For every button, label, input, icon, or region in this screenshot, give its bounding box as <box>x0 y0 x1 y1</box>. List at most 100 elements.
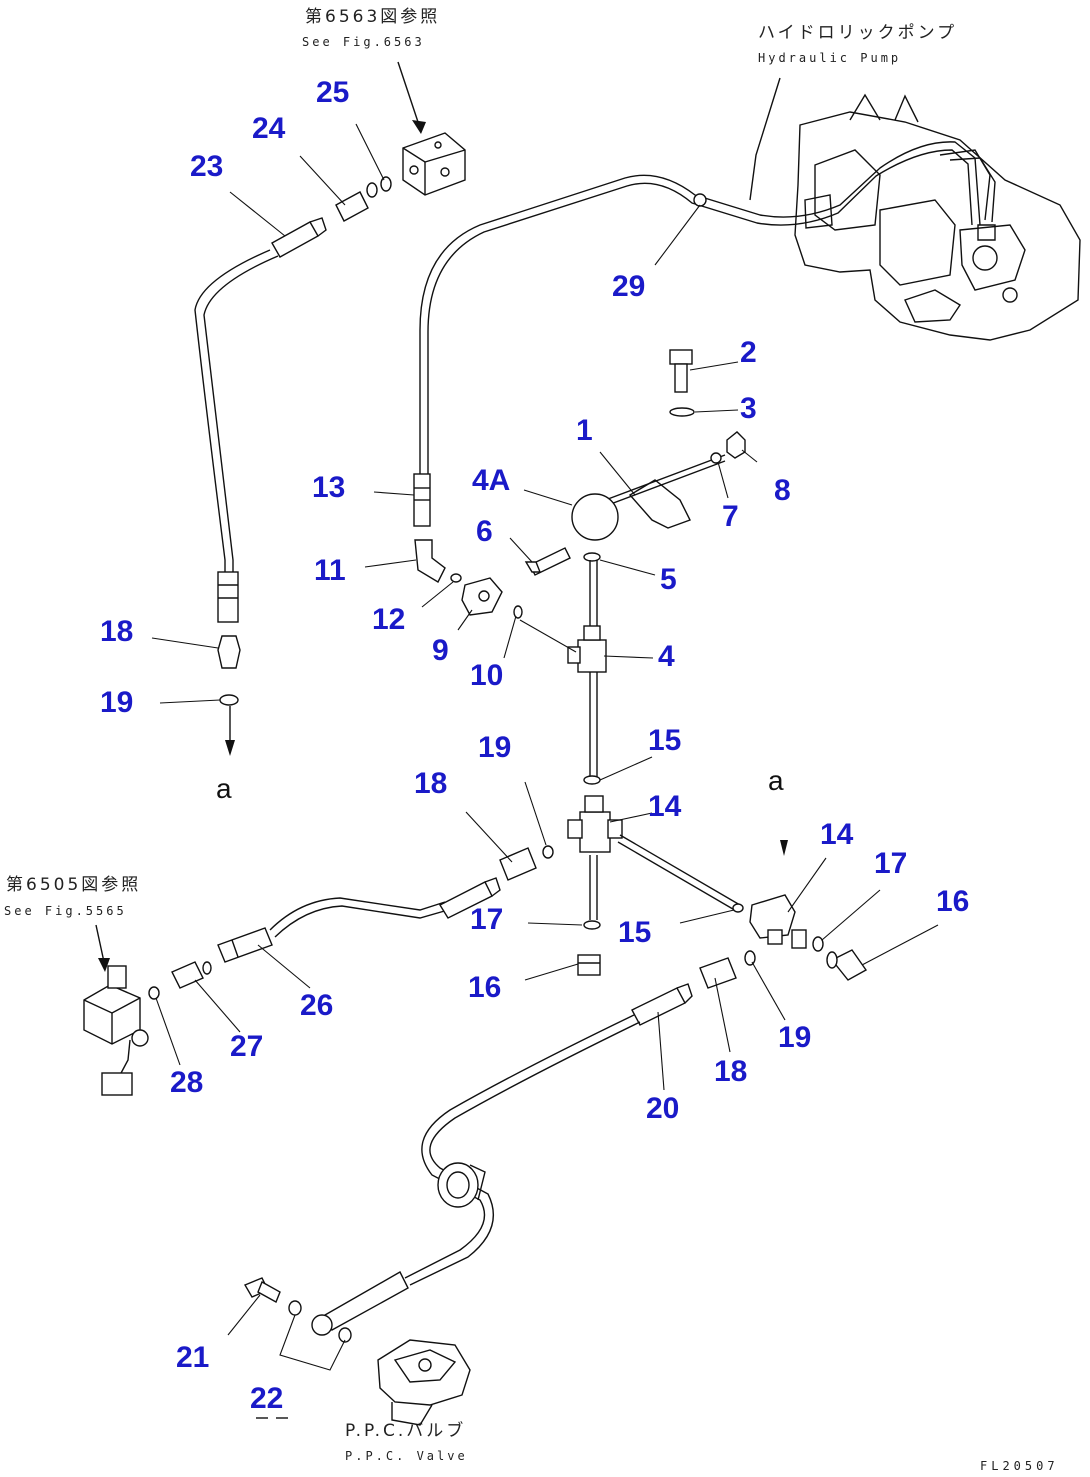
pump-label-en: Hydraulic Pump <box>758 51 901 65</box>
callout-9: 9 <box>432 634 449 667</box>
ref-top-en: See Fig.6563 <box>302 35 425 49</box>
tube-right-branch <box>617 834 741 913</box>
callout-15-upper: 15 <box>648 724 681 757</box>
arrow-label-right: a <box>768 765 784 796</box>
part-28-oring <box>148 986 160 1000</box>
callout-6: 6 <box>476 515 493 548</box>
callout-26: 26 <box>300 989 333 1022</box>
ref-top-jp: 第6563図参照 <box>305 7 440 27</box>
part-20-hose-end <box>631 983 693 1026</box>
part-17-oring-center <box>583 920 601 930</box>
part-ppc-valve <box>377 1339 471 1426</box>
ppc-label-en: P.P.C. Valve <box>345 1449 468 1463</box>
part-2-bolt <box>669 349 695 417</box>
callout-18-right: 18 <box>714 1055 747 1088</box>
part-16-plug-center <box>577 954 601 976</box>
part-19-oring-right <box>744 950 756 966</box>
part-hose-end-center <box>439 877 501 919</box>
callout-22: 22 <box>250 1382 283 1415</box>
center-tube <box>589 560 598 920</box>
part-23-hose-end <box>271 217 327 258</box>
ref-arrow-top <box>397 61 426 134</box>
part-ppc-hose-end <box>311 1271 409 1336</box>
hose-29 <box>419 141 981 474</box>
callout-18-center: 18 <box>414 767 447 800</box>
callout-24: 24 <box>252 112 286 145</box>
callout-12: 12 <box>372 603 405 636</box>
part-14-tee-center <box>567 795 623 853</box>
part-13-hose-end <box>413 473 431 527</box>
callout-19-left: 19 <box>100 686 133 719</box>
pump-label-jp: ハイドロリックポンプ <box>758 23 957 43</box>
ref-arrow-a-right <box>780 840 788 856</box>
callout-17-right: 17 <box>874 847 907 880</box>
part-block-upper <box>402 132 466 196</box>
part-6-bolt <box>524 547 601 576</box>
leader-lines <box>151 123 939 1371</box>
part-21-bolt <box>243 1277 281 1303</box>
part-4-tee <box>567 625 607 673</box>
callout-21: 21 <box>176 1341 209 1374</box>
callout-8: 8 <box>774 474 791 507</box>
part-18-left <box>217 571 241 706</box>
callout-25: 25 <box>316 76 349 109</box>
part-1-bracket <box>599 431 746 529</box>
part-11-elbow <box>414 539 446 583</box>
callout-19-right: 19 <box>778 1021 811 1054</box>
callout-11: 11 <box>314 554 346 587</box>
ref-left-en: See Fig.5565 <box>4 904 127 918</box>
part-10-oring <box>513 605 523 619</box>
part-12-oring <box>450 573 462 583</box>
callout-14-center: 14 <box>648 790 682 823</box>
callout-17-center: 17 <box>470 903 503 936</box>
part-22-oring-a <box>288 1300 302 1316</box>
part-15-oring-right <box>732 903 744 913</box>
ppc-label-jp: P.P.C.バルブ <box>345 1420 466 1441</box>
callout-23: 23 <box>190 150 223 183</box>
callout-20: 20 <box>646 1092 679 1125</box>
callout-28: 28 <box>170 1066 203 1099</box>
ref-arrow-a-left <box>225 706 235 756</box>
part-15-oring-upper <box>583 775 601 785</box>
part-16-plug-right <box>826 949 868 981</box>
hose-clamp <box>437 1162 486 1208</box>
hose-26 <box>269 897 449 938</box>
callout-1: 1 <box>576 414 593 447</box>
part-4A-clamp <box>571 493 619 541</box>
part-9-block <box>461 577 503 616</box>
callout-16-right: 16 <box>936 885 969 918</box>
callout-29: 29 <box>612 270 645 303</box>
figure-code: FL20507 <box>980 1459 1059 1473</box>
callout-15-right: 15 <box>618 916 651 949</box>
ref-left-jp: 第6505図参照 <box>6 875 141 895</box>
callout-3: 3 <box>740 392 757 425</box>
callout-10: 10 <box>470 659 503 692</box>
callout-27: 27 <box>230 1030 263 1063</box>
part-valve-left <box>83 965 149 1096</box>
part-27-adapter <box>171 961 212 989</box>
part-14-tee-right <box>749 894 807 949</box>
callout-16-center: 16 <box>468 971 501 1004</box>
callout-18-left: 18 <box>100 615 133 648</box>
hydraulic-pump <box>749 77 1081 341</box>
part-24-adapter <box>335 176 392 222</box>
callout-7: 7 <box>722 500 739 533</box>
part-18-right <box>699 957 737 989</box>
part-22-oring-b <box>338 1327 352 1343</box>
arrow-label-left: a <box>216 773 232 804</box>
callout-14-right: 14 <box>820 818 854 851</box>
hose-20 <box>404 1014 641 1286</box>
callout-5: 5 <box>660 563 677 596</box>
callout-4A: 4A <box>472 464 510 497</box>
part-17-oring-right <box>812 936 824 952</box>
callout-2: 2 <box>740 336 757 369</box>
hose-23 <box>194 249 279 572</box>
ref-arrow-left <box>95 924 110 972</box>
callout-13: 13 <box>312 471 345 504</box>
part-18-center <box>499 845 554 881</box>
part-26-hose-end <box>217 927 273 963</box>
callout-4: 4 <box>658 640 675 673</box>
callout-19-center: 19 <box>478 731 511 764</box>
